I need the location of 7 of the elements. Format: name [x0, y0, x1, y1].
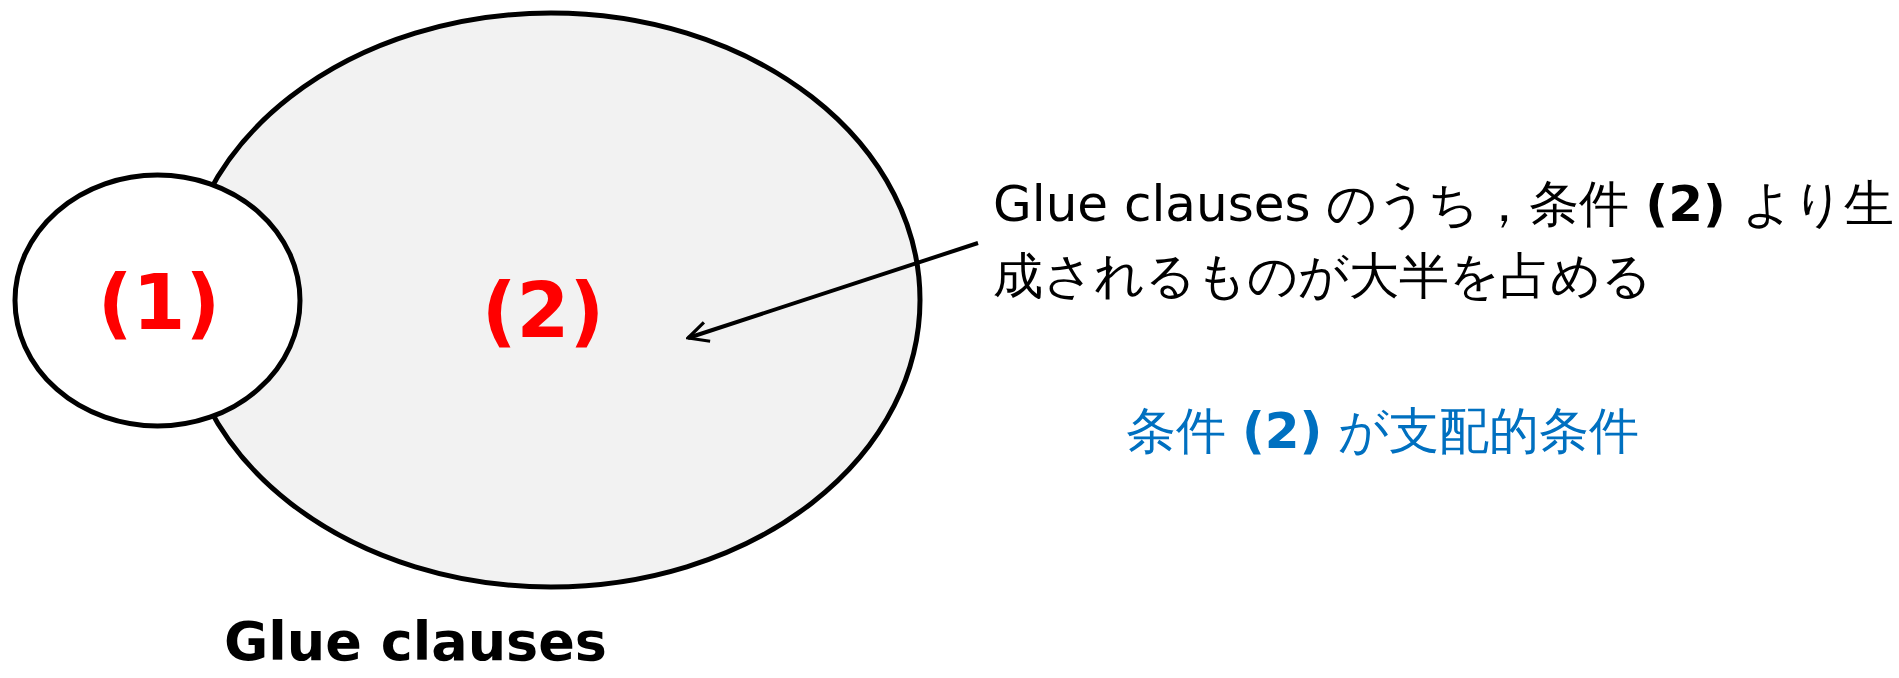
caption-text: Glue clauses: [224, 610, 607, 673]
note-text: 条件 (2) が支配的条件: [1126, 401, 1640, 462]
set-number: (2): [481, 265, 605, 355]
leader-arrow: [686, 241, 979, 343]
set-ellipse: [12, 172, 303, 429]
annotation-text: Glue clauses のうち，条件 (2) より生成されるものが大半を占める: [993, 168, 1899, 312]
set-number: (1): [97, 257, 221, 347]
